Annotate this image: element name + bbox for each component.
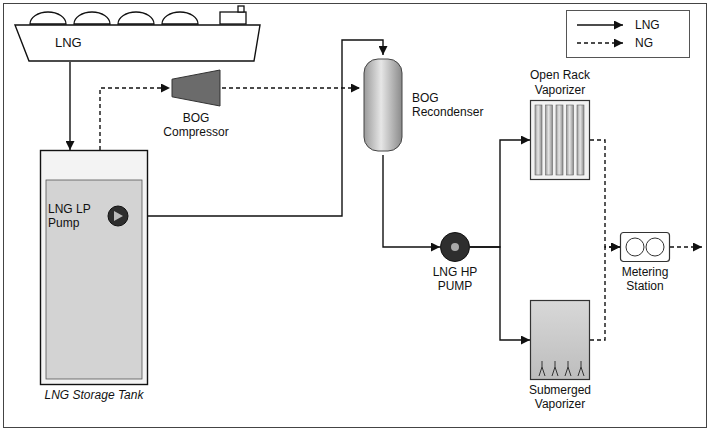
burner-mark (539, 361, 545, 376)
gas-line (100, 88, 170, 150)
shape-art (40, 150, 148, 385)
tank-liquid (46, 180, 142, 379)
shape-art (530, 100, 590, 180)
component-label: LNG HP PUMP (424, 265, 486, 294)
metering-box: Metering Station (620, 232, 670, 262)
cargo-dome (74, 12, 110, 24)
cargo-dome (30, 12, 66, 24)
meter-dial (626, 238, 644, 256)
superstructure (220, 12, 246, 24)
vaporizer-tube (546, 105, 553, 175)
burner-mark (565, 361, 571, 376)
liquid-line (470, 140, 530, 247)
component-label: Open Rack Vaporizer (523, 68, 598, 97)
liquid-line (130, 40, 383, 216)
hull-outline (15, 25, 260, 61)
vaporizer-tube (577, 105, 584, 175)
legend-sample (575, 19, 625, 31)
shape-art (620, 232, 670, 262)
legend-text: NG (635, 36, 653, 50)
shape-art (360, 55, 406, 155)
burner-mark (552, 361, 558, 376)
cargo-dome (118, 12, 154, 24)
component-label: Metering Station (614, 265, 676, 294)
cargo-dome (162, 12, 198, 24)
shape-art (15, 24, 260, 62)
legend-box: LNG NG (566, 10, 690, 58)
compressor-symbol: BOG Compressor (170, 68, 222, 108)
component-label: LNG Storage Tank (29, 388, 159, 402)
hull-label: LNG (55, 35, 82, 51)
liquid-line (383, 155, 440, 247)
liquid-line (69, 62, 70, 150)
ship-deck (30, 6, 246, 24)
legend-row: LNG (575, 16, 681, 34)
vaporizer-tube (567, 105, 574, 175)
outlet-line (670, 246, 702, 247)
vaporizer-tube (556, 105, 563, 175)
legend-sample (575, 37, 625, 49)
gas-line-sample (577, 42, 623, 43)
gas-line (590, 247, 620, 340)
component-label: BOG Recondenser (412, 91, 502, 120)
legend-row: NG (575, 34, 681, 52)
funnel (238, 6, 244, 12)
impeller-mark (114, 211, 123, 221)
recondenser-vessel: BOG Recondenser (360, 55, 406, 155)
vaporizer-tube (535, 105, 542, 175)
shape-art (440, 232, 470, 262)
vaporizer-box: Open Rack Vaporizer (530, 100, 590, 180)
pump-symbol: LNG HP PUMP (440, 232, 470, 262)
pump-hub (451, 243, 459, 251)
compressor-body (172, 70, 220, 106)
tank-outer-wall (41, 151, 148, 385)
burner-mark (578, 361, 584, 376)
liquid-line-sample (577, 24, 623, 25)
pump-body (108, 206, 128, 226)
storage-tank: LNG Storage TankLNG LP Pump (40, 150, 148, 385)
gas-line (590, 140, 620, 247)
ship-hull: LNG (15, 24, 260, 62)
pump-symbol: LNG LP Pump (46, 198, 130, 234)
legend-text: LNG (635, 18, 660, 32)
vaporizer-frame (531, 301, 590, 380)
frame (4, 4, 707, 428)
meter-frame (621, 233, 670, 262)
vaporizer-frame (531, 101, 590, 180)
meter-dial (646, 238, 664, 256)
component-label: LNG LP Pump (48, 202, 98, 231)
component-label: BOG Compressor (156, 111, 236, 140)
vessel-body (364, 59, 402, 151)
liquid-line (470, 247, 530, 340)
gas-line (222, 87, 360, 88)
shape-art (530, 300, 590, 380)
component-label: Submerged Vaporizer (520, 383, 600, 412)
vaporizer-box: Submerged Vaporizer (530, 300, 590, 380)
pump-body (441, 233, 470, 262)
shape-art (170, 68, 222, 108)
